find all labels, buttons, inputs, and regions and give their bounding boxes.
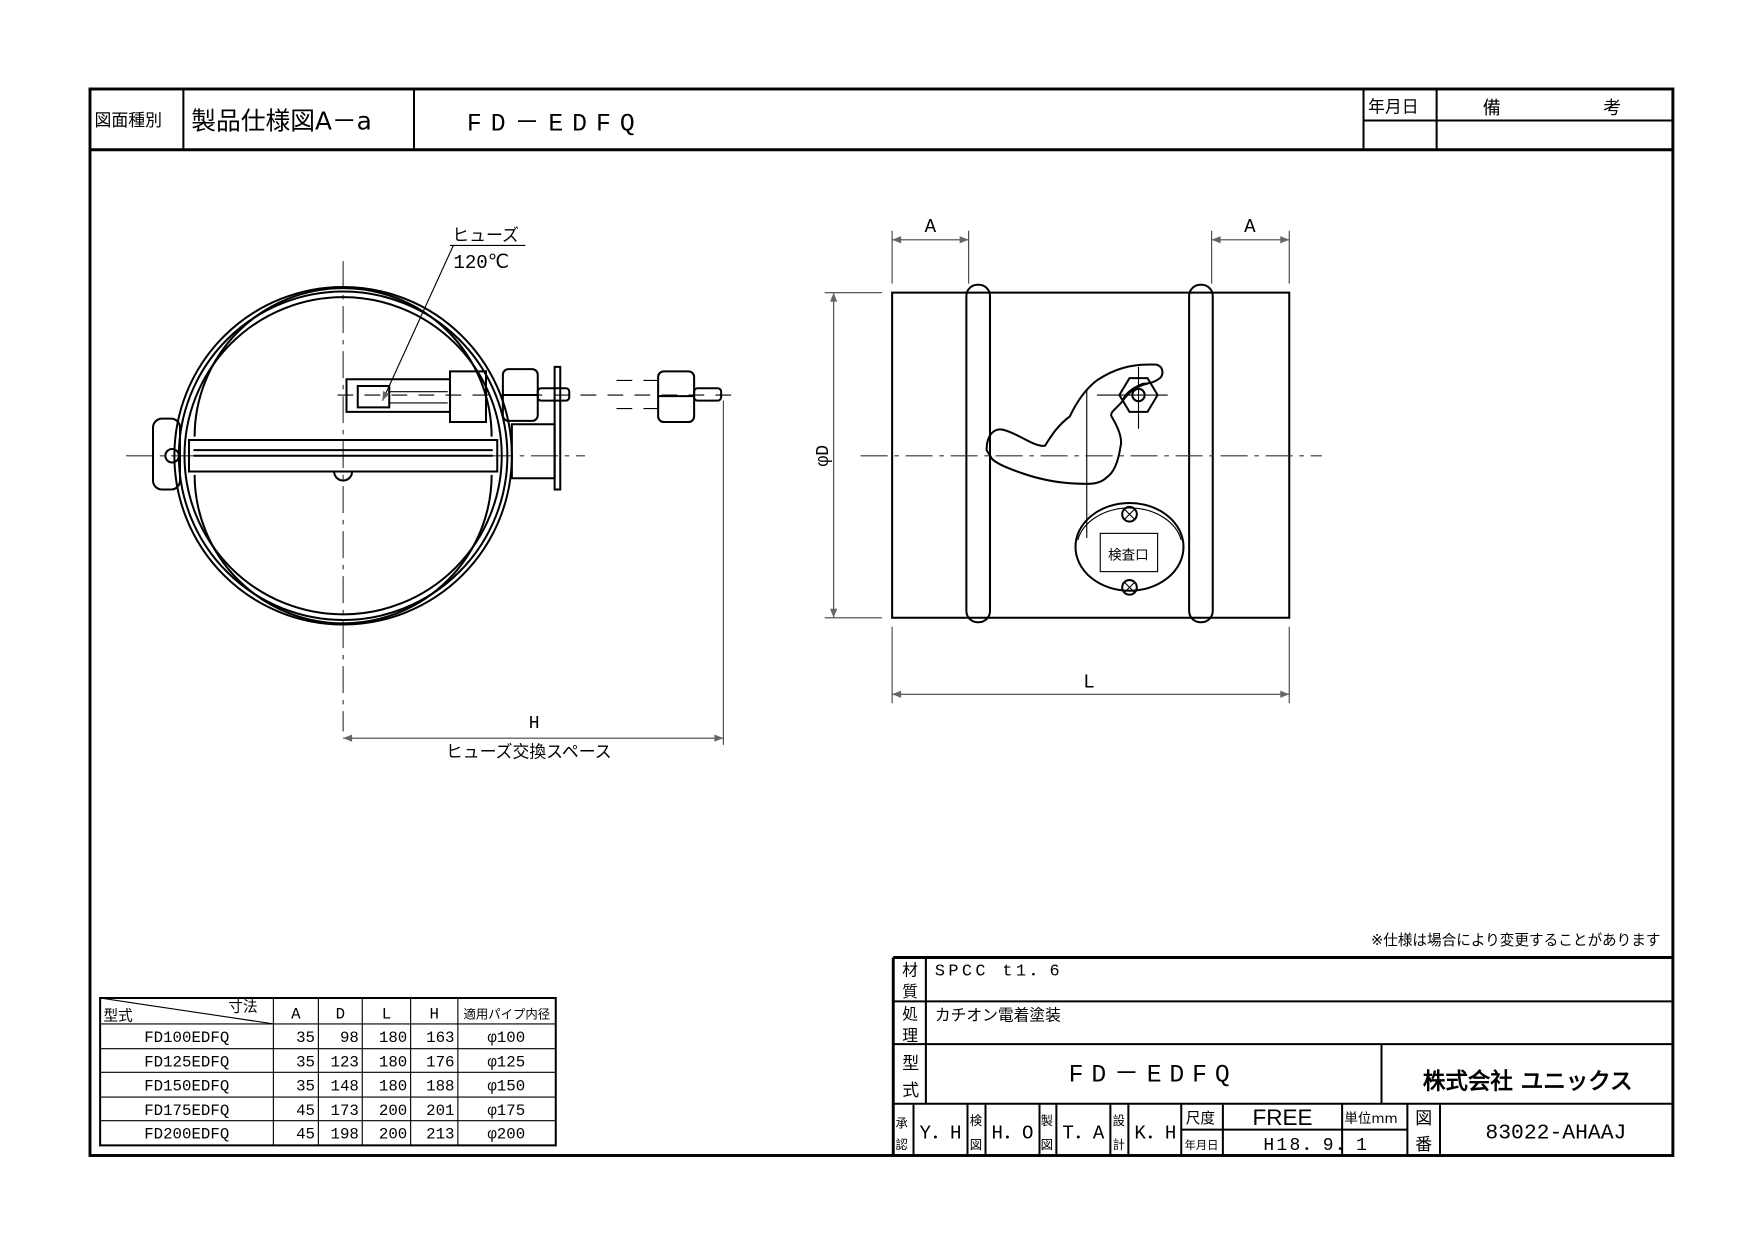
checked-by: H．O — [991, 1123, 1033, 1145]
inspection-port-label: 検査口 — [1108, 547, 1149, 563]
damper-handle — [985, 363, 1164, 485]
table-cell: 173 — [331, 1102, 359, 1120]
unit-label: 単位mm — [1344, 1111, 1397, 1127]
table-cell: 35 — [296, 1029, 315, 1047]
table-cell: 45 — [296, 1102, 315, 1120]
drawn-label: 図 — [1041, 1138, 1053, 1152]
treatment-label: 理 — [902, 1026, 918, 1045]
table-cell: φ125 — [487, 1054, 525, 1072]
table-column-header: H — [430, 1005, 439, 1023]
material-label: 質 — [902, 982, 918, 1001]
table-cell: 188 — [426, 1077, 454, 1095]
table-cell: 35 — [296, 1054, 315, 1072]
dim-a-left: A — [925, 216, 937, 238]
fuse-label: ヒューズ — [452, 225, 519, 245]
table-cell-model: FD175EDFQ — [144, 1102, 229, 1120]
approved-label: 承 — [896, 1116, 908, 1130]
table-cell: 180 — [379, 1077, 407, 1095]
table-cell-model: FD200EDFQ — [144, 1126, 229, 1144]
table-cell: φ175 — [487, 1102, 525, 1120]
table-column-header: D — [336, 1005, 345, 1023]
date-label: 年月日 — [1368, 97, 1419, 117]
treatment-value: カチオン電着塗装 — [935, 1006, 1061, 1025]
table-cell: 213 — [426, 1126, 454, 1144]
table-cell: 123 — [331, 1054, 359, 1072]
side-view: A A φD 検査口 L — [814, 216, 1322, 704]
treatment-label: 処 — [902, 1004, 918, 1023]
screw-icon — [1121, 505, 1138, 523]
table-cell: φ100 — [487, 1029, 525, 1047]
table-cell: 35 — [296, 1077, 315, 1095]
drawn-label: 製 — [1041, 1114, 1053, 1128]
table-cell: 201 — [426, 1102, 454, 1120]
fuse-temperature: 120℃ — [453, 252, 509, 274]
drawing-no-label: 図 — [1415, 1108, 1432, 1128]
dim-h-label: H — [529, 714, 540, 734]
dim-a-right: A — [1244, 216, 1256, 238]
drawing-type-label: 図面種別 — [95, 110, 162, 130]
table-cell: 98 — [340, 1029, 359, 1047]
table-cell-model: FD150EDFQ — [144, 1077, 229, 1095]
dim-l-label: L — [1083, 672, 1094, 694]
dimension-table: 型式 寸法 A D L H 適用パイプ内径 FD100EDFQ 35 98 180 163 φ100… — [99, 996, 557, 1147]
drawing-number: 83022-AHAAJ — [1485, 1122, 1626, 1146]
remarks-label: 備 — [1483, 98, 1501, 119]
date-label: 年月日 — [1185, 1138, 1219, 1152]
table-cell: φ150 — [487, 1077, 525, 1095]
company-logo: 株式会社 ユニックス — [1423, 1068, 1633, 1095]
drawing-no-label: 番 — [1415, 1134, 1432, 1154]
sheet-frame — [88, 87, 1675, 1157]
dim-h-caption: ヒューズ交換スペース — [446, 741, 612, 761]
checked-label: 検 — [970, 1114, 983, 1128]
checked-label: 図 — [970, 1138, 982, 1152]
table-cell: 180 — [379, 1029, 407, 1047]
table-cell: 176 — [426, 1054, 454, 1072]
model-label: 式 — [902, 1080, 919, 1100]
scale-label: 尺度 — [1186, 1110, 1216, 1127]
designed-by: K．H — [1134, 1123, 1176, 1145]
model-label: 型 — [902, 1053, 919, 1073]
table-column-header: 適用パイプ内径 — [464, 1006, 551, 1021]
approved-by: Y．H — [919, 1123, 961, 1145]
table-column-header: L — [382, 1005, 391, 1023]
material-label: 材 — [902, 961, 918, 980]
scale-value: FREE — [1252, 1105, 1312, 1130]
table-corner-col-label: 寸法 — [228, 999, 257, 1016]
header-bar: 図面種別 製品仕様図A－a FD－EDFQ 年月日 備 考 — [90, 88, 1673, 152]
drawing-title: FD－EDFQ — [467, 111, 644, 139]
table-cell: 180 — [379, 1054, 407, 1072]
screw-icon — [1121, 579, 1138, 596]
table-cell: 200 — [379, 1102, 407, 1120]
spec-change-note: ※仕様は場合により変更することがあります — [1371, 932, 1661, 949]
table-cell-model: FD125EDFQ — [144, 1054, 229, 1072]
table-cell: 148 — [331, 1077, 359, 1095]
table-corner-row-label: 型式 — [104, 1008, 134, 1025]
table-cell-model: FD100EDFQ — [144, 1029, 229, 1047]
table-cell: 163 — [426, 1029, 454, 1047]
material-value: SPCC t1．6 — [935, 963, 1063, 982]
model-value: FD－EDFQ — [1069, 1061, 1238, 1089]
front-view: ヒューズ 120℃ H ヒューズ交換スペース — [126, 225, 737, 761]
drawn-by: T．A — [1062, 1123, 1105, 1145]
table-cell: 198 — [331, 1126, 359, 1144]
table-cell: 45 — [296, 1126, 315, 1144]
dim-d-label: φD — [814, 445, 834, 467]
approved-label: 認 — [896, 1137, 908, 1152]
designed-label: 設 — [1113, 1113, 1125, 1128]
table-cell: 200 — [379, 1126, 407, 1144]
table-column-header: A — [291, 1005, 301, 1023]
designed-label: 計 — [1113, 1137, 1125, 1152]
date-value: H18．9．1 — [1263, 1136, 1369, 1156]
drawing-type: 製品仕様図A－a — [191, 107, 372, 136]
remarks-label: 考 — [1603, 98, 1621, 119]
table-cell: φ200 — [487, 1126, 525, 1144]
title-block: ※仕様は場合により変更することがあります 材 質 SPCC t1．6 処 理 カ… — [891, 932, 1673, 1156]
